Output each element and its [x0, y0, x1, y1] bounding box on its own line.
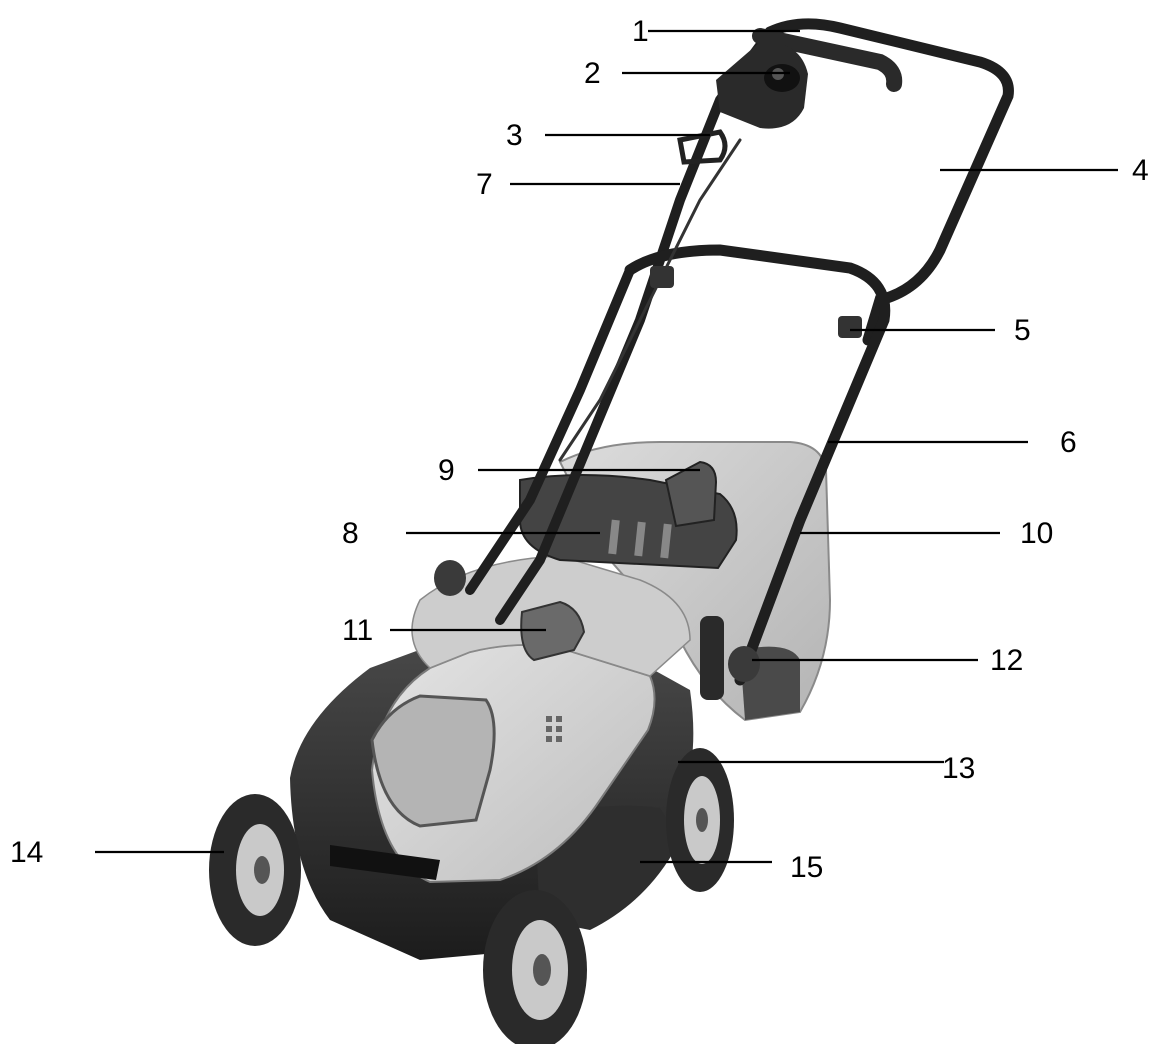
callout-14: 14	[10, 836, 43, 869]
battery-cover-ribs	[608, 519, 672, 559]
safety-lever	[677, 129, 728, 165]
callout-2: 2	[584, 57, 601, 90]
callout-9: 9	[438, 454, 455, 487]
front-right-wheel	[483, 890, 587, 1044]
callout-13: 13	[942, 752, 975, 785]
callout-11: 11	[342, 614, 373, 647]
switch-box	[716, 41, 808, 129]
callout-10: 10	[1020, 517, 1053, 550]
callout-3: 3	[506, 119, 523, 152]
mower-handle	[465, 18, 1014, 686]
front-left-wheel	[209, 794, 301, 946]
height-adjuster-knobs	[434, 560, 760, 700]
callout-4: 4	[1132, 154, 1149, 187]
rear-right-wheel	[666, 748, 734, 892]
housing-vents	[546, 716, 562, 742]
callout-15: 15	[790, 851, 823, 884]
callout-7: 7	[476, 168, 493, 201]
callout-5: 5	[1014, 314, 1031, 347]
callout-1: 1	[632, 15, 649, 48]
callout-6: 6	[1060, 426, 1077, 459]
callout-8: 8	[342, 517, 359, 550]
leader-lines	[95, 29, 1118, 864]
callout-numbers: 1 2 3 4 5 6 7 8 9 10 11 12 13 14 15	[10, 15, 1149, 884]
callout-12: 12	[990, 644, 1023, 677]
handle-clamps	[650, 266, 862, 338]
mower-deck	[290, 460, 738, 960]
